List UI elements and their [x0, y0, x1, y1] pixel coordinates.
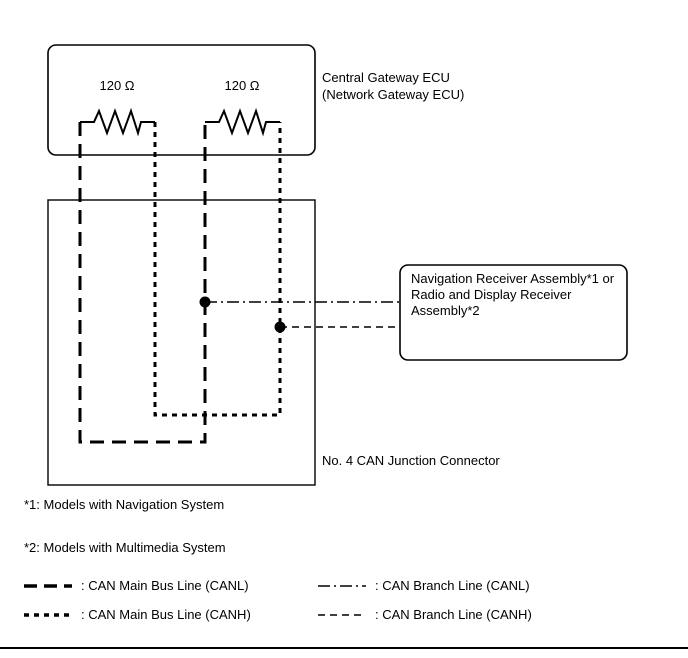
legend-item-main-canl: : CAN Main Bus Line (CANL) — [24, 578, 249, 594]
legend-item-branch-canl: : CAN Branch Line (CANL) — [318, 578, 530, 594]
gateway-ecu-box — [47, 44, 316, 156]
resistor-right-value: 120 Ω — [224, 78, 260, 93]
canh-branch-line-sample-icon — [318, 614, 366, 616]
canl-branch-line-sample-icon — [318, 585, 366, 587]
canh-junction-dot — [274, 321, 286, 333]
legend-label-branch-canl: : CAN Branch Line (CANL) — [375, 578, 530, 593]
canl-main-bus-line — [78, 122, 207, 444]
legend-item-branch-canh: : CAN Branch Line (CANH) — [318, 607, 532, 623]
note-navigation-system: *1: Models with Navigation System — [24, 497, 225, 512]
canl-junction-dot — [199, 296, 211, 308]
legend-label-branch-canh: : CAN Branch Line (CANH) — [375, 607, 532, 622]
legend-item-main-canh: : CAN Main Bus Line (CANH) — [24, 607, 251, 623]
resistor-left-symbol — [80, 107, 155, 137]
resistor-left-value: 120 Ω — [99, 78, 135, 93]
junction-connector-box — [47, 199, 316, 486]
canl-main-line-sample-icon — [24, 584, 72, 588]
receiver-assembly-box — [399, 264, 628, 361]
junction-connector-label: No. 4 CAN Junction Connector — [322, 453, 500, 468]
note-multimedia-system: *2: Models with Multimedia System — [24, 540, 226, 555]
legend-label-main-canh: : CAN Main Bus Line (CANH) — [81, 607, 251, 622]
canh-main-bus-line — [153, 122, 282, 417]
page-bottom-rule — [0, 647, 688, 649]
gateway-ecu-label: Central Gateway ECU (Network Gateway ECU… — [322, 70, 465, 102]
canh-main-line-sample-icon — [24, 613, 72, 617]
receiver-assembly-label: Navigation Receiver Assembly*1 or Radio … — [411, 271, 615, 318]
resistor-right-symbol — [205, 107, 280, 137]
legend-label-main-canl: : CAN Main Bus Line (CANL) — [81, 578, 249, 593]
